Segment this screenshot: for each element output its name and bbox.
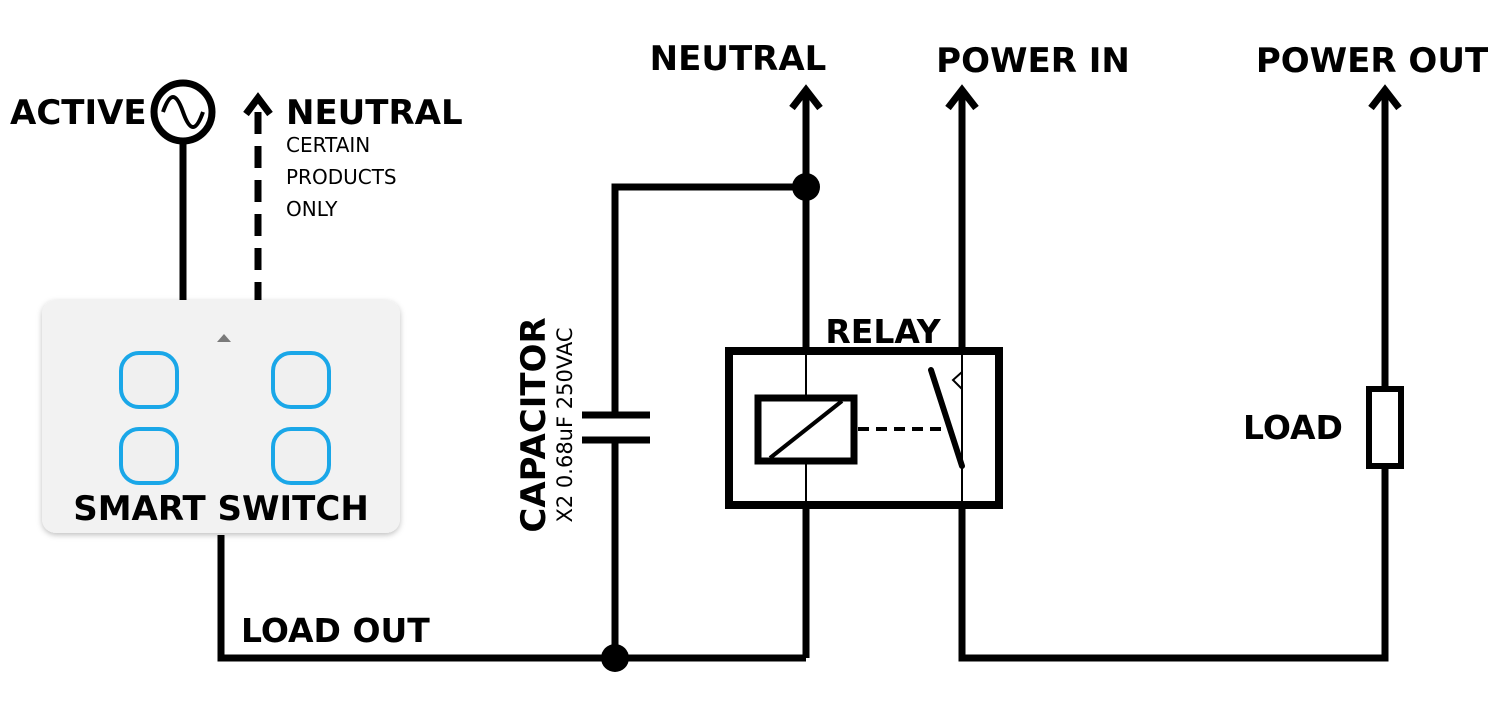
sine-wave-icon (161, 95, 205, 129)
arrow-up-icon (1368, 84, 1402, 111)
arrow-up-icon (243, 92, 273, 117)
switch-button[interactable] (271, 427, 331, 485)
neutral-note: PRODUCTS (286, 165, 397, 189)
relay-contact (928, 367, 965, 469)
load-resistor (1366, 386, 1404, 469)
arrow-up-icon (945, 84, 979, 111)
power-in-label: POWER IN (936, 41, 1130, 81)
capacitor-top-wire (611, 183, 806, 415)
power-out-wire (958, 467, 1389, 662)
smart-switch-label: SMART SWITCH (73, 489, 369, 529)
junction-dot (601, 644, 629, 672)
neutral-note: CERTAIN (286, 133, 370, 157)
neutral-label: NEUTRAL (650, 39, 827, 79)
neutral-switch-label: NEUTRAL (286, 93, 463, 133)
load-label: LOAD (1243, 408, 1343, 447)
load-out-label: LOAD OUT (241, 611, 430, 650)
relay-coil (754, 394, 858, 465)
neutral-note: ONLY (286, 197, 338, 221)
capacitor-spec: X2 0.68uF 250VAC (553, 327, 577, 522)
relay-label: RELAY (825, 312, 941, 351)
smart-switch: SMART SWITCH (42, 300, 400, 533)
relay-box (725, 347, 1003, 509)
capacitor-label: CAPACITOR (514, 317, 554, 532)
active-label: ACTIVE (10, 93, 147, 133)
switch-button[interactable] (119, 427, 179, 485)
switch-button[interactable] (271, 351, 331, 409)
switch-button[interactable] (119, 351, 179, 409)
junction-dot (792, 173, 820, 201)
arrow-up-icon (789, 84, 823, 111)
power-out-label: POWER OUT (1256, 41, 1489, 81)
